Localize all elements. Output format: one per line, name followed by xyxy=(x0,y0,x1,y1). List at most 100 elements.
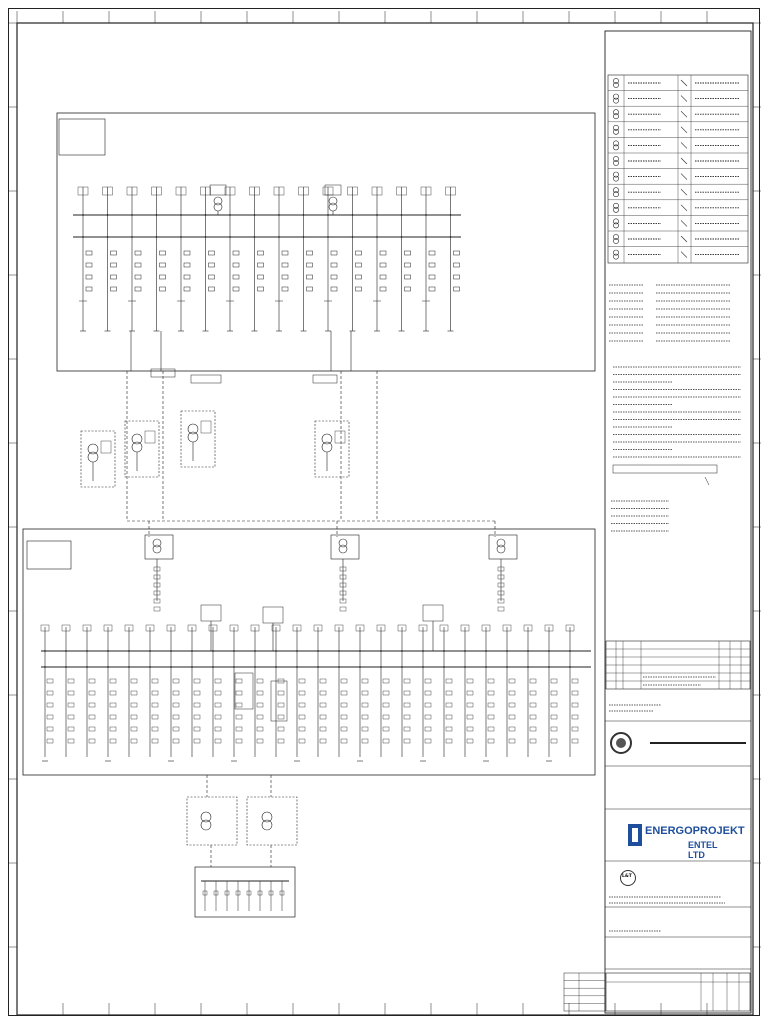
switchgear-device-icon xyxy=(550,690,558,696)
switchgear-device-icon xyxy=(424,714,432,720)
busbar-junction xyxy=(278,236,280,238)
single-line-diagram xyxy=(9,11,761,1016)
switchgear-device-icon xyxy=(109,738,117,744)
switchgear-device-icon xyxy=(256,738,264,744)
switchgear-device-icon xyxy=(403,678,411,684)
feeder-label-box xyxy=(523,624,533,632)
transformer-winding-icon xyxy=(261,811,273,823)
incomer-device-icon xyxy=(153,590,161,596)
earth-switch-icon xyxy=(85,286,93,292)
switchgear-device-icon xyxy=(235,678,243,684)
switchgear-device-icon xyxy=(487,726,495,732)
switchgear-device-icon xyxy=(424,678,432,684)
busbar-junction xyxy=(422,650,424,652)
legend-symbol-icon xyxy=(613,234,619,240)
feeder-label-box xyxy=(565,624,575,632)
feeder-label-box xyxy=(250,624,260,632)
aux-transformer-enclosure xyxy=(186,796,238,846)
earth-switch-icon xyxy=(208,286,215,292)
busbar-junction xyxy=(569,650,571,652)
busbar-junction xyxy=(233,650,235,652)
busbar-junction xyxy=(275,650,277,652)
legend-switch-icon xyxy=(680,173,688,180)
switchgear-device-icon xyxy=(298,690,306,696)
legend-symbol-icon xyxy=(613,175,619,182)
switchgear-device-icon xyxy=(67,702,75,708)
switchgear-device-icon xyxy=(151,702,159,708)
transformer-winding-icon xyxy=(213,196,223,206)
disconnector-icon xyxy=(453,274,460,280)
feeder-label-box xyxy=(273,186,285,196)
switchgear-device-icon xyxy=(256,702,264,708)
switchgear-device-icon xyxy=(46,678,54,684)
legend-symbol-icon xyxy=(613,160,619,166)
switchgear-device-icon xyxy=(382,738,390,744)
switchgear-device-icon xyxy=(529,690,537,696)
legend-switch-icon xyxy=(680,79,688,87)
switchgear-device-icon xyxy=(340,702,348,708)
transformer-winding-icon xyxy=(321,433,333,445)
switchgear-device-icon xyxy=(550,738,558,744)
switchgear-device-icon xyxy=(382,726,390,732)
switchgear-device-icon xyxy=(424,690,432,696)
switchgear-device-icon xyxy=(46,690,54,696)
busbar-junction xyxy=(106,236,109,238)
switchgear-device-icon xyxy=(235,702,243,708)
breaker-icon xyxy=(134,250,142,256)
incomer-device-icon xyxy=(339,582,347,588)
switchgear-device-icon xyxy=(319,678,327,684)
feeder-label-box xyxy=(445,186,456,196)
lv-breaker-icon xyxy=(224,890,230,896)
note-callout-arrow xyxy=(704,476,710,486)
switchgear-device-icon xyxy=(130,702,138,708)
switchgear-device-icon xyxy=(172,678,180,684)
breaker-icon xyxy=(208,250,215,256)
transformer-winding-icon xyxy=(496,544,506,554)
busbar-junction xyxy=(425,214,427,216)
busbar-junction xyxy=(302,236,305,238)
switchgear-device-icon xyxy=(487,738,495,744)
switchgear-device-icon xyxy=(88,726,96,732)
legend-symbol-icon xyxy=(613,191,619,198)
legend-symbol-icon xyxy=(613,253,619,260)
switchgear-device-icon xyxy=(109,690,117,696)
legend-switch-icon xyxy=(680,251,688,258)
consultant-logo: ENERGOPROJEKT ENTEL LTD xyxy=(628,822,745,860)
ct-icon xyxy=(281,262,289,268)
disconnector-icon xyxy=(85,274,93,280)
legend-symbol-icon xyxy=(613,171,619,178)
feeder-label-box xyxy=(376,624,386,632)
ct-icon xyxy=(85,262,93,268)
legend-symbol-icon xyxy=(613,97,619,104)
lv-breaker-icon xyxy=(268,890,274,896)
busbar-junction xyxy=(380,650,382,652)
switchgear-device-icon xyxy=(46,714,54,720)
legend-symbol-icon xyxy=(613,202,619,209)
legend-symbol-icon xyxy=(613,238,619,244)
switchgear-device-icon xyxy=(445,738,453,744)
busbar-junction xyxy=(449,214,452,216)
incomer-device-icon xyxy=(497,606,505,612)
transformer-enclosure xyxy=(124,420,160,478)
ct-icon xyxy=(355,262,362,268)
incomer-device-icon xyxy=(339,606,347,612)
disconnector-icon xyxy=(257,274,264,280)
busbar-junction xyxy=(327,236,329,238)
note-callout-box xyxy=(612,464,718,474)
switchgear-device-icon xyxy=(193,738,201,744)
switchgear-device-icon xyxy=(130,738,138,744)
switchgear-device-icon xyxy=(319,714,327,720)
switchgear-device-icon xyxy=(172,738,180,744)
breaker-icon xyxy=(85,250,93,256)
busbar-junction xyxy=(253,214,256,216)
busbar-junction xyxy=(131,214,133,216)
transformer-winding-icon xyxy=(187,431,199,443)
legend-switch-icon xyxy=(680,235,688,243)
coupler-box xyxy=(200,604,222,622)
switchgear-device-icon xyxy=(214,678,222,684)
busbar-junction xyxy=(254,650,256,652)
switchgear-device-icon xyxy=(172,726,180,732)
switchgear-device-icon xyxy=(340,738,348,744)
legend-symbol-icon xyxy=(613,144,619,151)
switchgear-device-icon xyxy=(550,702,558,708)
